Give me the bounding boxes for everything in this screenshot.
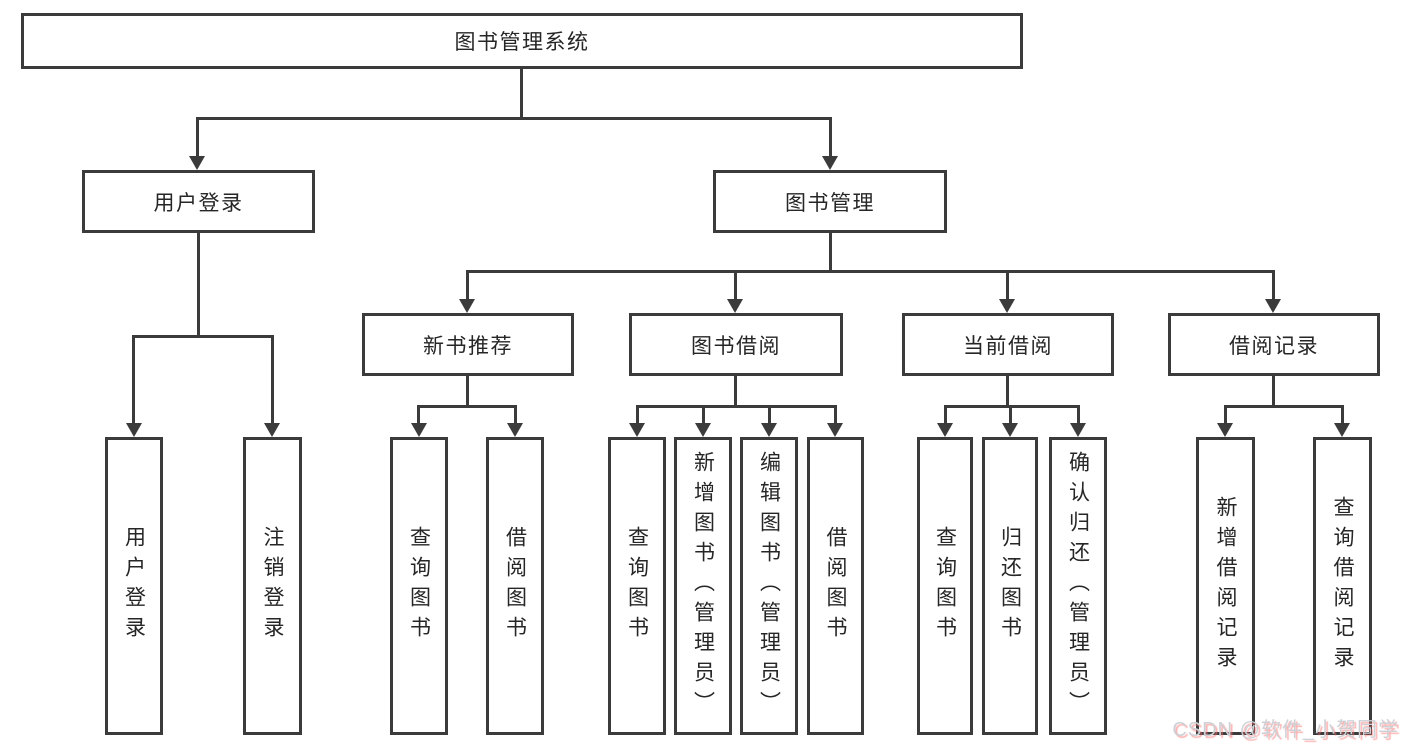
connector-line [132, 335, 135, 425]
node-borrow-record-label: 借阅记录 [1229, 334, 1319, 358]
connector-line [196, 117, 199, 158]
leaf-confirm-return: 确认归还（管理员） [1049, 437, 1107, 735]
leaf-query-book-newrec: 查询图书 [390, 437, 448, 735]
leaf-user-login: 用户登录 [105, 437, 163, 735]
leaf-query-book-borrow: 查询图书 [608, 437, 666, 735]
node-borrow-record: 借阅记录 [1168, 313, 1380, 376]
connector-line [466, 270, 469, 301]
node-book-mgmt: 图书管理 [713, 170, 947, 233]
node-book-mgmt-label: 图书管理 [785, 191, 875, 215]
connector-line [702, 405, 705, 425]
arrow-down-icon [822, 156, 838, 170]
arrow-down-icon [1002, 423, 1018, 437]
leaf-query-book-newrec-label: 查询图书 [407, 526, 431, 646]
arrow-down-icon [1217, 423, 1233, 437]
connector-line [196, 117, 832, 120]
arrow-down-icon [1334, 423, 1350, 437]
arrow-down-icon [695, 423, 711, 437]
node-user-login-label: 用户登录 [153, 191, 244, 215]
arrow-down-icon [629, 423, 645, 437]
arrow-down-icon [1070, 423, 1086, 437]
leaf-query-borrow-record: 查询借阅记录 [1313, 437, 1372, 735]
connector-line [1006, 270, 1009, 301]
leaf-borrow-book: 借阅图书 [807, 437, 864, 735]
leaf-borrow-book-label: 借阅图书 [824, 526, 847, 646]
watermark: CSDN @软件_小贺同学 [1172, 719, 1399, 741]
connector-line [466, 270, 1274, 273]
connector-line [1272, 376, 1275, 408]
leaf-borrow-book-newrec-label: 借阅图书 [503, 526, 527, 646]
arrow-down-icon [999, 299, 1015, 313]
connector-line [1009, 405, 1012, 425]
connector-line [829, 233, 832, 273]
leaf-query-borrow-record-label: 查询借阅记录 [1331, 496, 1354, 676]
leaf-confirm-return-label: 确认归还（管理员） [1066, 451, 1090, 721]
connector-line [466, 376, 469, 408]
connector-line [1341, 405, 1344, 425]
connector-line [520, 69, 523, 120]
connector-line [768, 405, 771, 425]
leaf-query-book-current-label: 查询图书 [933, 526, 957, 646]
connector-line [132, 335, 274, 338]
arrow-down-icon [411, 423, 427, 437]
leaf-logout-label: 注销登录 [261, 526, 284, 646]
leaf-return-book: 归还图书 [982, 437, 1038, 735]
leaf-add-borrow-record-label: 新增借阅记录 [1214, 496, 1237, 676]
connector-line [1224, 405, 1227, 425]
node-user-login: 用户登录 [82, 170, 315, 233]
arrow-down-icon [727, 299, 743, 313]
leaf-user-login-label: 用户登录 [122, 526, 146, 646]
connector-line [1272, 270, 1275, 301]
leaf-add-book-label: 新增图书（管理员） [691, 451, 715, 721]
leaf-edit-book: 编辑图书（管理员） [740, 437, 798, 735]
node-book-borrow: 图书借阅 [629, 313, 843, 376]
arrow-down-icon [507, 423, 523, 437]
connector-line [417, 405, 517, 408]
connector-line [1006, 376, 1009, 408]
arrow-down-icon [761, 423, 777, 437]
connector-line [944, 405, 947, 425]
leaf-logout: 注销登录 [243, 437, 302, 735]
node-book-borrow-label: 图书借阅 [691, 334, 781, 358]
leaf-edit-book-label: 编辑图书（管理员） [757, 451, 781, 721]
connector-line [1224, 405, 1344, 408]
arrow-down-icon [827, 423, 843, 437]
leaf-add-borrow-record: 新增借阅记录 [1196, 437, 1255, 735]
connector-line [829, 117, 832, 158]
leaf-return-book-label: 归还图书 [998, 526, 1022, 646]
arrow-down-icon [937, 423, 953, 437]
connector-line [1077, 405, 1080, 425]
leaf-query-book-current: 查询图书 [917, 437, 973, 735]
leaf-borrow-book-newrec: 借阅图书 [486, 437, 544, 735]
connector-line [734, 270, 737, 301]
connector-line [636, 405, 639, 425]
node-current-borrow-label: 当前借阅 [963, 334, 1053, 358]
arrow-down-icon [264, 423, 280, 437]
leaf-query-book-borrow-label: 查询图书 [625, 526, 649, 646]
connector-line [636, 405, 837, 408]
node-new-book-rec-label: 新书推荐 [423, 334, 513, 358]
connector-line [514, 405, 517, 425]
connector-line [197, 233, 200, 338]
connector-line [944, 405, 1080, 408]
connector-line [417, 405, 420, 425]
node-new-book-rec: 新书推荐 [362, 313, 574, 376]
leaf-add-book: 新增图书（管理员） [674, 437, 732, 735]
arrow-down-icon [1265, 299, 1281, 313]
connector-line [271, 335, 274, 425]
node-current-borrow: 当前借阅 [902, 313, 1114, 376]
arrow-down-icon [189, 156, 205, 170]
arrow-down-icon [126, 423, 142, 437]
connector-line [834, 405, 837, 425]
connector-line [734, 376, 737, 408]
node-root: 图书管理系统 [21, 13, 1023, 69]
node-root-label: 图书管理系统 [454, 31, 590, 54]
arrow-down-icon [459, 299, 475, 313]
